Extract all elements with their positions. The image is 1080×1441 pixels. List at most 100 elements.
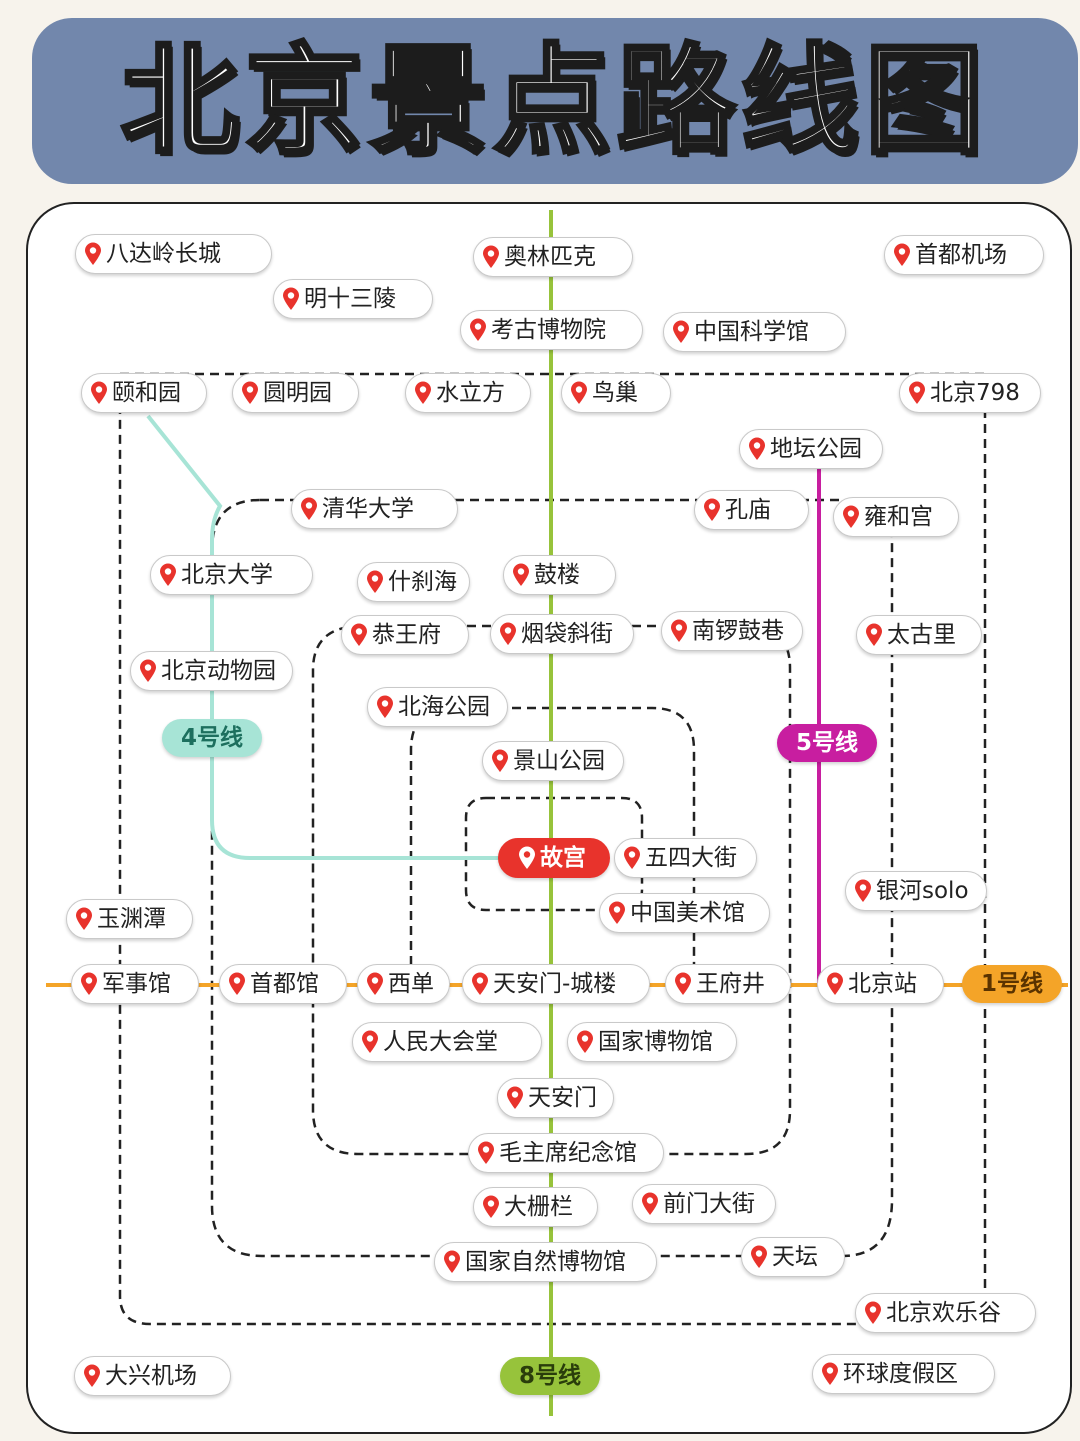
station-label: 恭王府 [372, 621, 441, 648]
station-national-museum[interactable]: 国家博物馆 [567, 1022, 737, 1062]
station-dashilan[interactable]: 大栅栏 [473, 1187, 598, 1227]
station-label: 明十三陵 [304, 285, 396, 312]
station-label: 天安门 [528, 1084, 597, 1111]
station-nanluo[interactable]: 南锣鼓巷 [661, 611, 803, 651]
station-yuanmingyuan[interactable]: 圆明园 [232, 373, 359, 413]
station-qianmen[interactable]: 前门大街 [632, 1184, 776, 1224]
location-pin-icon [506, 1086, 524, 1110]
line5-badge: 5号线 [777, 724, 877, 762]
station-ditan-park[interactable]: 地坛公园 [739, 429, 883, 469]
station-label: 环球度假区 [843, 1360, 958, 1387]
location-pin-icon [570, 381, 588, 405]
station-tsinghua[interactable]: 清华大学 [291, 489, 458, 529]
station-confucius-temple[interactable]: 孔庙 [694, 490, 809, 530]
station-mausoleum[interactable]: 毛主席纪念馆 [468, 1133, 664, 1173]
location-pin-icon [469, 318, 487, 342]
location-pin-icon [672, 320, 690, 344]
station-label: 北海公园 [398, 693, 490, 720]
station-beihai-park[interactable]: 北海公园 [367, 687, 508, 727]
station-airport-capital[interactable]: 首都机场 [884, 235, 1044, 275]
station-beijing-station[interactable]: 北京站 [817, 964, 944, 1004]
station-natural-history[interactable]: 国家自然博物馆 [434, 1242, 657, 1282]
station-great-hall[interactable]: 人民大会堂 [352, 1022, 542, 1062]
station-art798[interactable]: 北京798 [899, 373, 1041, 413]
station-temple-of-heaven[interactable]: 天坛 [741, 1237, 845, 1277]
station-capital-museum[interactable]: 首都馆 [219, 964, 347, 1004]
station-ming-tombs[interactable]: 明十三陵 [273, 279, 433, 319]
station-tiananmen-tower[interactable]: 天安门-城楼 [462, 964, 650, 1004]
station-yuyuantan[interactable]: 玉渊潭 [66, 899, 193, 939]
station-archaeology-museum[interactable]: 考古博物院 [460, 310, 643, 350]
station-taikoo[interactable]: 太古里 [856, 615, 982, 655]
station-summer-palace[interactable]: 颐和园 [81, 373, 207, 413]
station-label: 太古里 [887, 621, 956, 648]
station-label: 大兴机场 [105, 1362, 197, 1389]
station-prince-gong[interactable]: 恭王府 [341, 615, 469, 655]
station-galaxy-soho[interactable]: 银河solo [845, 871, 987, 911]
station-label: 毛主席纪念馆 [499, 1139, 637, 1166]
station-label: 八达岭长城 [106, 240, 221, 267]
station-olympic[interactable]: 奥林匹克 [473, 237, 633, 277]
location-pin-icon [443, 1250, 461, 1274]
line8-badge: 8号线 [500, 1357, 600, 1395]
location-pin-icon [350, 623, 368, 647]
station-birds-nest[interactable]: 鸟巢 [561, 373, 671, 413]
station-drum-tower[interactable]: 鼓楼 [503, 555, 616, 595]
station-label: 鼓楼 [534, 561, 580, 588]
location-pin-icon [366, 972, 384, 996]
station-water-cube[interactable]: 水立方 [405, 373, 531, 413]
station-label: 国家自然博物馆 [465, 1248, 626, 1275]
station-lama-temple[interactable]: 雍和宫 [833, 497, 959, 537]
station-tiananmen[interactable]: 天安门 [497, 1078, 614, 1118]
location-pin-icon [641, 1192, 659, 1216]
station-military-museum[interactable]: 军事馆 [71, 964, 199, 1004]
station-label: 颐和园 [112, 379, 181, 406]
station-label: 北京动物园 [161, 657, 276, 684]
location-pin-icon [80, 972, 98, 996]
station-shichahai[interactable]: 什刹海 [357, 562, 470, 602]
station-label: 故宫 [540, 844, 586, 871]
location-pin-icon [84, 242, 102, 266]
station-yandai[interactable]: 烟袋斜街 [490, 614, 634, 654]
station-art-museum[interactable]: 中国美术馆 [599, 893, 770, 933]
location-pin-icon [748, 437, 766, 461]
station-label: 中国科学馆 [694, 318, 809, 345]
station-badaling[interactable]: 八达岭长城 [75, 234, 272, 274]
location-pin-icon [366, 570, 384, 594]
station-label: 前门大街 [663, 1190, 755, 1217]
location-pin-icon [376, 695, 394, 719]
location-pin-icon [864, 1301, 882, 1325]
station-label: 王府井 [696, 970, 765, 997]
station-label: 人民大会堂 [383, 1028, 498, 1055]
station-happy-valley[interactable]: 北京欢乐谷 [855, 1293, 1036, 1333]
line4-route [146, 414, 520, 860]
station-forbidden-city[interactable]: 故宫 [498, 838, 610, 878]
station-zoo[interactable]: 北京动物园 [130, 651, 293, 691]
location-pin-icon [83, 1364, 101, 1388]
station-science-museum[interactable]: 中国科学馆 [663, 312, 846, 352]
station-wusi[interactable]: 五四大街 [614, 838, 757, 878]
station-peking-univ[interactable]: 北京大学 [150, 555, 313, 595]
station-universal-resort[interactable]: 环球度假区 [812, 1354, 995, 1394]
station-label: 西单 [388, 970, 434, 997]
title-banner: 北京景点路线图 [32, 18, 1078, 184]
location-pin-icon [75, 907, 93, 931]
location-pin-icon [491, 749, 509, 773]
station-label: 北京大学 [181, 561, 273, 588]
station-label: 地坛公园 [770, 435, 862, 462]
location-pin-icon [282, 287, 300, 311]
station-label: 首都馆 [250, 970, 319, 997]
station-airport-daxing[interactable]: 大兴机场 [74, 1356, 231, 1396]
station-jingshan-park[interactable]: 景山公园 [482, 741, 624, 781]
station-label: 南锣鼓巷 [692, 617, 784, 644]
line4-badge: 4号线 [162, 719, 262, 757]
station-label: 天安门-城楼 [493, 970, 617, 997]
location-pin-icon [90, 381, 108, 405]
station-xidan[interactable]: 西单 [357, 964, 450, 1004]
station-label: 中国美术馆 [630, 899, 745, 926]
location-pin-icon [300, 497, 318, 521]
station-wangfujing[interactable]: 王府井 [665, 964, 791, 1004]
location-pin-icon [159, 563, 177, 587]
location-pin-icon [576, 1030, 594, 1054]
station-label: 孔庙 [725, 496, 771, 523]
